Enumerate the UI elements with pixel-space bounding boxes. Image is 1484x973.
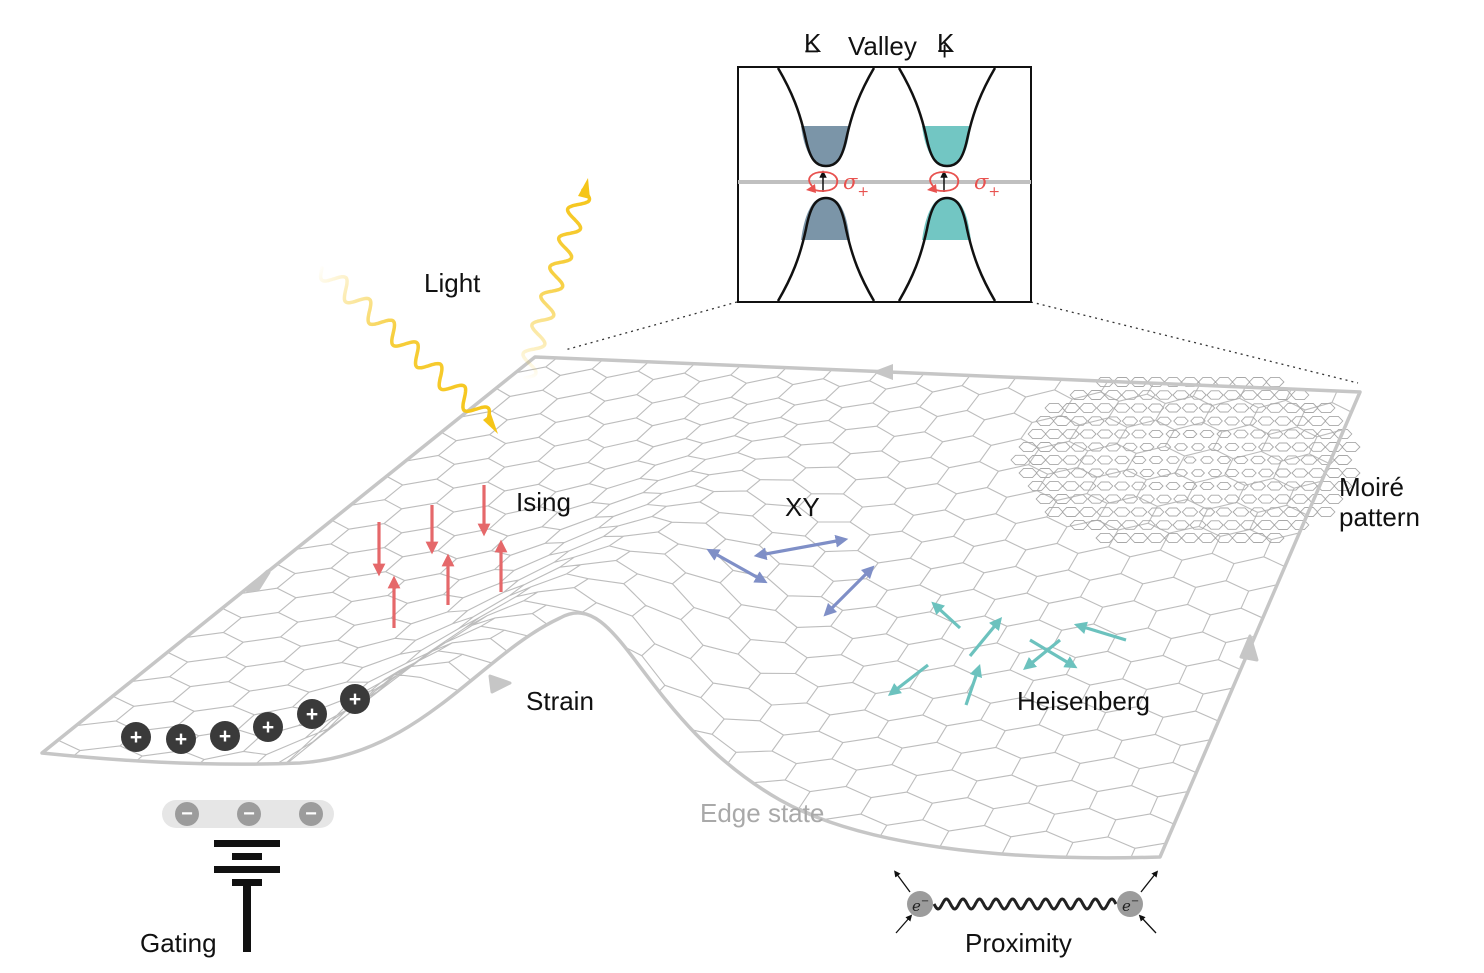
valley-title: Valley <box>848 31 917 61</box>
electron-left-arrow-in <box>895 914 913 934</box>
k-minus-polarization-label: σ+ <box>843 170 869 200</box>
light-label: Light <box>424 268 481 298</box>
valley-projection-lines <box>564 301 1359 384</box>
k-plus-valence-band <box>897 196 997 302</box>
k-plus-polarization-head <box>927 184 937 193</box>
heisenberg-arrow <box>1073 621 1127 642</box>
positive-charge: + <box>340 684 370 714</box>
positive-gate-charges: + + + + + + <box>121 684 370 754</box>
electron-left-label: e− <box>912 896 929 915</box>
positive-charge: + <box>253 712 283 742</box>
battery-plate-1 <box>214 840 280 847</box>
edge-arrow-top <box>872 364 893 380</box>
heisenberg-spin-arrows <box>887 601 1127 706</box>
emitted-light-wave <box>521 188 592 380</box>
negative-charge: − <box>237 802 261 826</box>
positive-charge: + <box>121 722 151 752</box>
edge-arrow-right <box>1239 634 1259 662</box>
positive-charge: + <box>166 724 196 754</box>
xy-arrow <box>753 534 849 561</box>
emitted-light-arrowhead <box>578 178 590 199</box>
k-minus-circular-polarization <box>808 171 839 192</box>
k-plus-polarization-label: σ+ <box>974 170 1000 200</box>
edge-arrow-left <box>245 569 271 593</box>
xy-arrow <box>823 565 875 617</box>
k-minus-conduction-fill <box>801 126 850 167</box>
proximity-label: Proximity <box>965 928 1072 958</box>
negative-charge: − <box>299 802 323 826</box>
valley-panel-frame <box>737 66 1032 303</box>
svg-text:+: + <box>130 726 142 749</box>
moire-label-line1: Moiré <box>1339 472 1405 502</box>
incident-light-arrowhead <box>483 414 498 434</box>
light-waves <box>318 178 592 434</box>
svg-text:+: + <box>175 728 187 751</box>
electron-right-label: e− <box>1122 896 1139 915</box>
svg-text:−: − <box>181 803 193 825</box>
edge-arrow-strain <box>488 674 512 694</box>
ising-label: Ising <box>516 487 571 517</box>
electron-right-arrow-out <box>1140 870 1159 893</box>
heisenberg-arrow <box>1029 638 1078 669</box>
negative-gate-charges: −−− <box>175 802 323 826</box>
xy-spin-arrows <box>706 534 875 617</box>
k-minus-valence-band <box>776 196 876 302</box>
proximity-coupling: e− e− <box>894 870 1159 934</box>
svg-text:+: + <box>262 716 274 739</box>
ising-spin-arrows <box>372 485 508 628</box>
edge-state-label: Edge state <box>700 798 825 828</box>
heisenberg-label: Heisenberg <box>1017 686 1150 716</box>
svg-text:+: + <box>349 688 361 711</box>
xy-label: XY <box>785 492 820 522</box>
gate-electrode: −−− <box>162 800 334 952</box>
electron-right-arrow-in <box>1138 914 1157 934</box>
negative-charge: − <box>175 802 199 826</box>
battery-plate-4 <box>232 879 262 886</box>
proximity-wave <box>932 897 1118 911</box>
k-plus-conduction-fill <box>922 126 971 167</box>
electron-left-arrow-out <box>894 870 911 893</box>
k-plus-conduction-band <box>897 67 997 168</box>
heisenberg-arrow <box>1023 638 1062 671</box>
svg-text:−: − <box>305 803 317 825</box>
sheet-outline <box>40 355 1362 860</box>
gate-wire <box>243 886 251 952</box>
incident-light-wave <box>318 266 492 422</box>
battery-plate-2 <box>232 853 262 860</box>
heisenberg-arrow <box>968 617 1003 658</box>
valley-band-panel: σ+ σ+ <box>737 66 1032 303</box>
k-minus-polarization-head <box>806 184 816 193</box>
moire-label-line2: pattern <box>1339 502 1420 532</box>
svg-text:+: + <box>306 703 318 726</box>
heisenberg-arrow <box>964 663 982 706</box>
electron-right <box>1117 891 1143 917</box>
electron-left <box>907 891 933 917</box>
strain-label: Strain <box>526 686 594 716</box>
positive-charge: + <box>297 699 327 729</box>
k-minus-conduction-band <box>776 67 876 168</box>
valley-panel-header: K− Valley K+ <box>804 28 955 66</box>
positive-charge: + <box>210 721 240 751</box>
heisenberg-arrow <box>887 663 929 696</box>
xy-arrow <box>706 548 768 584</box>
gating-label: Gating <box>140 928 217 958</box>
battery-plate-3 <box>214 866 280 873</box>
svg-text:+: + <box>219 725 231 748</box>
heisenberg-arrow <box>931 601 962 630</box>
k-plus-circular-polarization <box>929 171 960 192</box>
svg-text:−: − <box>243 803 255 825</box>
